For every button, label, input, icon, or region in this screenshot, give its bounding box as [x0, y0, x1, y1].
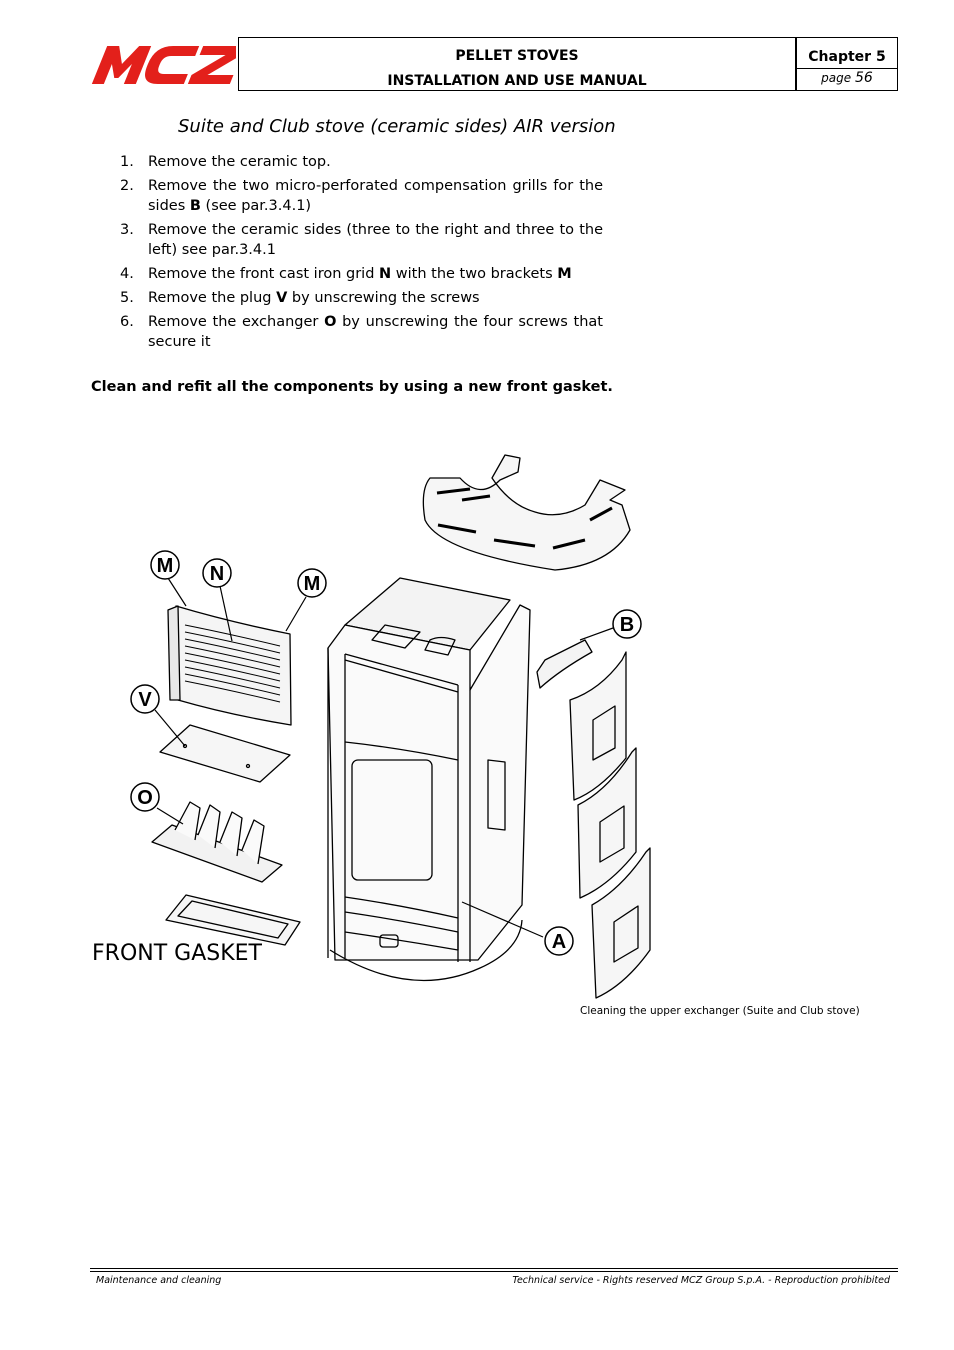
svg-text:M: M — [304, 573, 321, 595]
step-part-ref: M — [557, 266, 572, 282]
callout-v: V — [130, 684, 160, 714]
header-subtitle: INSTALLATION AND USE MANUAL — [387, 73, 647, 89]
step-text: Remove the two micro-perforated compensa… — [148, 178, 603, 214]
callout-o: O — [130, 782, 160, 812]
page-indicator: page 56 — [797, 70, 897, 86]
svg-text:M: M — [157, 555, 174, 577]
step-text: Remove the front cast iron grid — [148, 266, 380, 282]
step-item: 2. Remove the two micro-perforated compen… — [91, 176, 603, 216]
step-text: (see par.3.4.1) — [200, 198, 312, 214]
front-gasket-part — [165, 894, 301, 946]
page-number: 56 — [854, 70, 873, 86]
plug — [159, 724, 291, 783]
callout-m-left: M — [150, 550, 180, 580]
step-number: 3. — [120, 222, 134, 238]
step-part-ref: B — [189, 198, 201, 214]
svg-text:B: B — [620, 614, 634, 636]
step-item: 3. Remove the ceramic sides (three to the… — [91, 220, 603, 260]
ceramic-top — [422, 454, 631, 571]
leader-lines — [154, 577, 614, 938]
step-number: 5. — [120, 290, 134, 306]
step-text: with the two brackets — [391, 266, 558, 282]
svg-text:O: O — [137, 787, 153, 809]
section-title: Suite and Club stove (ceramic sides) AIR… — [178, 116, 616, 137]
callout-a: A — [544, 926, 574, 956]
step-part-ref: O — [324, 314, 337, 330]
callout-b: B — [612, 609, 642, 639]
step-number: 1. — [120, 154, 134, 170]
front-gasket-label: FRONT GASKET — [92, 941, 262, 966]
steps-list: 1. Remove the ceramic top. 2. Remove the tw… — [91, 152, 603, 356]
exchanger — [151, 801, 283, 883]
svg-text:V: V — [138, 689, 152, 711]
step-number: 2. — [120, 178, 134, 194]
svg-text:A: A — [552, 931, 566, 953]
exploded-diagram: M N M V O B A — [130, 454, 651, 999]
header-title: PELLET STOVES — [455, 48, 579, 64]
step-text: Remove the exchanger — [148, 314, 325, 330]
svg-text:N: N — [210, 563, 224, 585]
footer-section: Maintenance and cleaning — [96, 1275, 222, 1286]
footer-rule — [90, 1268, 898, 1269]
step-item: 1. Remove the ceramic top. — [91, 152, 603, 172]
step-part-ref: V — [276, 290, 288, 306]
compensation-grill — [536, 639, 593, 689]
step-text: by unscrewing the four screws that secur… — [148, 314, 603, 350]
step-item: 6. Remove the exchanger O by unscrewing t… — [91, 312, 603, 352]
refit-note: Clean and refit all the components by us… — [91, 379, 613, 395]
footer-rights: Technical service - Rights reserved MCZ … — [512, 1275, 890, 1286]
chapter-label: Chapter 5 — [797, 38, 897, 69]
chapter-box: Chapter 5 page 56 — [796, 37, 898, 91]
front-cast-iron-grid — [167, 605, 292, 726]
step-text: Remove the ceramic sides (three to the r… — [148, 222, 603, 258]
callout-m-right: M — [297, 568, 327, 598]
stove-body — [327, 577, 531, 982]
ceramic-sides — [569, 651, 651, 999]
step-text: Remove the plug — [148, 290, 277, 306]
figure-caption: Cleaning the upper exchanger (Suite and … — [580, 1005, 860, 1017]
callout-n: N — [202, 558, 232, 588]
step-item: 4. Remove the front cast iron grid N with… — [91, 264, 603, 284]
mcz-logo — [90, 44, 246, 86]
step-number: 6. — [120, 314, 134, 330]
page-label: page — [821, 71, 852, 85]
footer-rule-secondary — [90, 1271, 898, 1272]
step-number: 4. — [120, 266, 134, 282]
step-text: Remove the ceramic top. — [148, 154, 331, 170]
step-part-ref: N — [379, 266, 392, 282]
step-item: 5. Remove the plug V by unscrewing the sc… — [91, 288, 603, 308]
step-text: by unscrewing the screws — [287, 290, 480, 306]
header-title-box: PELLET STOVES INSTALLATION AND USE MANUA… — [238, 37, 796, 91]
